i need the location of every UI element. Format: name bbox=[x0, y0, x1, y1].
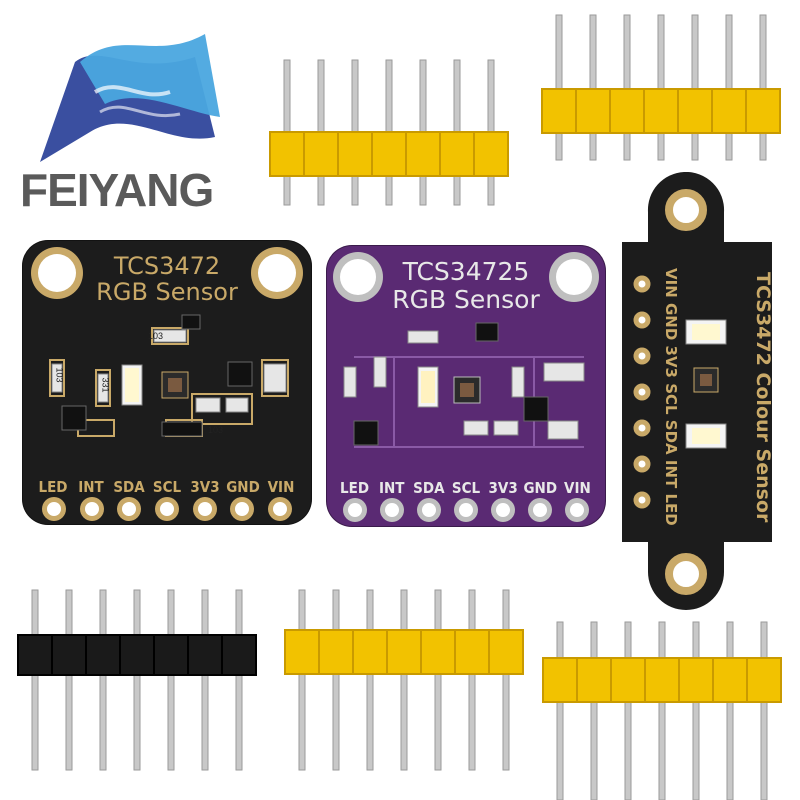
resistor-label: 103 bbox=[54, 367, 65, 383]
vertical-board-title: TCS3472 Colour Sensor bbox=[752, 272, 774, 523]
pin-pad bbox=[272, 502, 287, 516]
pin-label-gnd: GND bbox=[523, 479, 558, 497]
pin-header-top-right bbox=[540, 14, 790, 161]
pin-header-bottom-right bbox=[542, 621, 793, 800]
pin-pad bbox=[235, 502, 250, 516]
pin-pad bbox=[533, 503, 547, 517]
pad-row bbox=[348, 503, 584, 517]
vertical-pin-labels: VIN GND 3V3 SCL SDA INT LED bbox=[662, 268, 680, 526]
pin-pad bbox=[122, 502, 137, 516]
pin-header-bottom-left-black bbox=[17, 589, 268, 771]
pin-pad bbox=[84, 502, 99, 516]
pin-label-3v3: 3V3 bbox=[190, 478, 220, 496]
mount-hole bbox=[38, 254, 76, 292]
pin-label-gnd: GND bbox=[226, 478, 260, 496]
board-components bbox=[343, 322, 585, 448]
pin-pad bbox=[197, 502, 212, 516]
tcs3472-board-black: TCS3472 RGB Sensor 103 103 331 1 bbox=[22, 240, 312, 525]
board-title-line2: RGB Sensor bbox=[392, 285, 540, 314]
board-title-line1: TCS3472 bbox=[113, 252, 221, 280]
mount-hole bbox=[340, 259, 376, 295]
board-title-line1: TCS34725 bbox=[402, 257, 530, 286]
resistor-label: 103 bbox=[208, 425, 224, 435]
pin-pad bbox=[348, 503, 362, 517]
pin-label-led: LED bbox=[38, 478, 68, 496]
tcs3472-colour-sensor-board: VIN GND 3V3 SCL SDA INT LED TCS3472 Colo… bbox=[622, 172, 782, 612]
pin-pad bbox=[385, 503, 399, 517]
pin-label-int: INT bbox=[78, 478, 104, 496]
feiyang-logo: FEIYANG bbox=[20, 22, 240, 213]
pin-pad bbox=[570, 503, 584, 517]
pin-pad bbox=[496, 503, 510, 517]
pin-label-sda: SDA bbox=[113, 478, 145, 496]
pin-label-int: INT bbox=[378, 479, 405, 497]
pin-label-vin: VIN bbox=[267, 478, 295, 496]
resistor-label: 331 bbox=[100, 377, 111, 393]
mount-hole bbox=[556, 259, 592, 295]
resistor-label: 103 bbox=[148, 331, 164, 341]
pin-label-scl: SCL bbox=[152, 478, 182, 496]
pin-label-row: LED INT SDA SCL 3V3 GND VIN bbox=[34, 480, 300, 495]
pin-pad bbox=[422, 503, 436, 517]
pin-label-3v3: 3V3 bbox=[488, 479, 518, 497]
pin-pad bbox=[159, 502, 174, 516]
pin-pad bbox=[459, 503, 473, 517]
brand-name: FEIYANG bbox=[20, 164, 214, 216]
board-components bbox=[49, 314, 289, 437]
vertical-board-outline bbox=[622, 172, 772, 610]
pin-label-vin: VIN bbox=[564, 479, 591, 497]
pad-row bbox=[47, 502, 287, 516]
board-title-line2: RGB Sensor bbox=[96, 278, 238, 306]
pin-label-row: LED INT SDA SCL 3V3 GND VIN bbox=[336, 481, 596, 496]
pin-header-bottom-center bbox=[284, 589, 535, 771]
pin-label-led: LED bbox=[340, 479, 370, 497]
pin-label-scl: SCL bbox=[451, 479, 481, 497]
pin-label-sda: SDA bbox=[413, 479, 445, 497]
mount-hole bbox=[258, 254, 296, 292]
pin-header-top-center bbox=[268, 59, 518, 206]
feiyang-logo-icon bbox=[40, 34, 220, 162]
pin-pad bbox=[47, 502, 61, 516]
tcs34725-board-purple: TCS34725 RGB Sensor LED INT SDA SCL 3V3 … bbox=[326, 245, 606, 527]
